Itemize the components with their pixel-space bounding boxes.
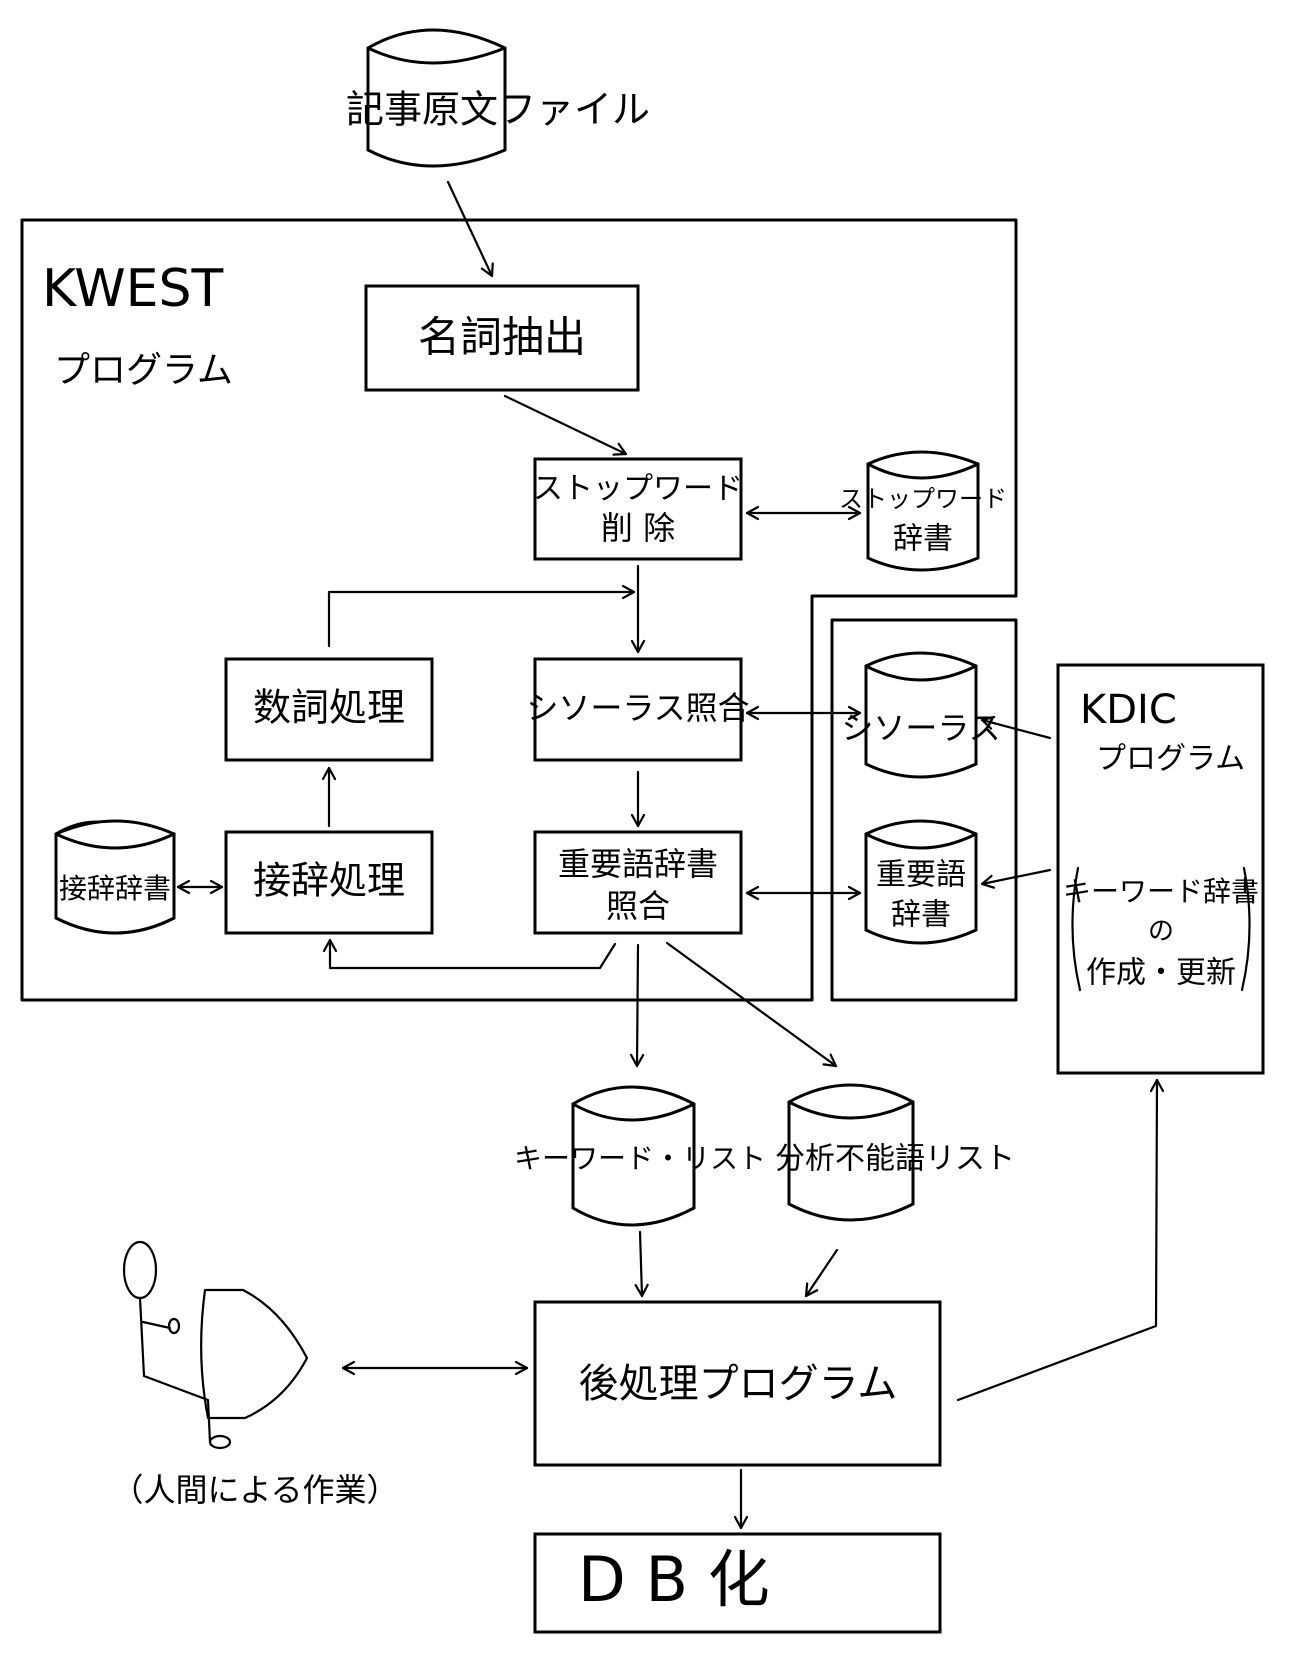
keyword-list-label: キーワード・リスト <box>514 1142 766 1175</box>
numeral-processing-box: 数詞処理 <box>224 657 434 762</box>
edges <box>176 180 1165 1530</box>
edge-noun-extraction-to-stopword-removal <box>503 394 628 456</box>
kdic-note-right-paren <box>1240 866 1251 992</box>
keyword-list-cylinder: キーワード・リスト <box>514 1085 766 1227</box>
noun-extraction-label: 名詞抽出 <box>418 313 586 362</box>
affix-dictionary-label: 接辞辞書 <box>59 872 171 905</box>
person-hand <box>167 1317 181 1335</box>
display-terminal-icon <box>200 1288 309 1420</box>
affix-processing-label: 接辞処理 <box>253 859 405 903</box>
post-processing-label: 後処理プログラム <box>579 1361 898 1407</box>
kdic-note-left-paren <box>1071 866 1082 992</box>
thesaurus-label: シソーラス <box>841 709 1000 747</box>
kwest-title: KWEST <box>42 259 224 319</box>
edge-kdic-to-thesaurus <box>980 715 1052 740</box>
affix-processing-box: 接辞処理 <box>224 830 434 935</box>
unanalyzable-list-label: 分析不能語リスト <box>775 1142 1015 1177</box>
edge-source-to-noun-extraction <box>446 180 494 278</box>
person-arm <box>141 1320 172 1330</box>
human-operator-label: （人間による作業） <box>111 1471 398 1509</box>
affix-dictionary-cylinder: 接辞辞書 <box>54 819 176 935</box>
edge-important-word-match-to-unanalyzable-list <box>665 941 838 1068</box>
person-body <box>138 1296 212 1444</box>
db-box: D B 化 <box>533 1532 942 1634</box>
kdic-program-box: KDIC プログラム キーワード辞書 の 作成・更新 <box>1056 663 1265 1075</box>
kwest-subtitle: プログラム <box>54 350 233 391</box>
unanalyzable-list-cylinder: 分析不能語リスト <box>775 1083 1015 1222</box>
person-foot <box>208 1434 232 1450</box>
stopword-removal-label-1: ストップワード <box>533 472 743 507</box>
edge-unanalyzable-list-to-post-processing <box>804 1248 839 1298</box>
thesaurus-cylinder: シソーラス <box>841 651 1001 779</box>
source-file-cylinder: 記事原文ファイル <box>346 28 650 168</box>
important-word-match-box: 重要語辞書 照合 <box>533 830 743 935</box>
edge-kdic-to-important-word-dictionary <box>980 868 1052 889</box>
kdic-title: KDIC <box>1080 687 1177 733</box>
post-processing-box: 後処理プログラム <box>533 1300 942 1467</box>
thesaurus-match-label: シソーラス照合 <box>526 689 749 727</box>
numeral-processing-label: 数詞処理 <box>253 686 405 730</box>
kdic-subtitle: プログラム <box>1096 742 1245 777</box>
dictionary-group-boundary <box>830 618 1018 1002</box>
noun-extraction-box: 名詞抽出 <box>364 284 640 392</box>
important-word-match-label-1: 重要語辞書 <box>558 845 718 883</box>
stopword-dictionary-label-1: ストップワード <box>839 485 1007 513</box>
human-operator: （人間による作業） <box>111 1240 399 1509</box>
thesaurus-match-box: シソーラス照合 <box>526 657 750 762</box>
stopword-dictionary-label-2: 辞書 <box>893 522 953 557</box>
important-word-dictionary-cylinder: 重要語 辞書 <box>864 819 978 945</box>
important-word-dictionary-label-2: 辞書 <box>891 898 951 933</box>
edge-post-processing-to-kdic <box>956 1078 1165 1402</box>
edge-important-word-match-to-keyword-list <box>629 943 645 1068</box>
stopword-removal-box: ストップワード 削 除 <box>533 457 743 561</box>
kdic-note-line-3: 作成・更新 <box>1086 956 1236 991</box>
edge-keyword-list-to-post-processing <box>634 1230 649 1298</box>
person-head <box>122 1240 158 1300</box>
kwest-group-label: KWEST プログラム <box>42 259 233 391</box>
kdic-note-line-1: キーワード辞書 <box>1063 875 1259 908</box>
kdic-note-line-2: の <box>1148 917 1174 947</box>
stopword-removal-label-2: 削 除 <box>601 509 675 547</box>
edge-important-word-match-to-affix-processing <box>322 938 617 970</box>
important-word-dictionary-label-1: 重要語 <box>876 858 966 893</box>
db-label: D B 化 <box>578 1543 770 1616</box>
edge-numeral-processing-to-thesaurus-match <box>327 584 636 648</box>
stopword-dictionary-cylinder: ストップワード 辞書 <box>839 450 1007 572</box>
kwest-group-boundary <box>20 218 1018 1002</box>
important-word-match-label-2: 照合 <box>606 887 670 925</box>
source-file-label: 記事原文ファイル <box>346 88 650 132</box>
